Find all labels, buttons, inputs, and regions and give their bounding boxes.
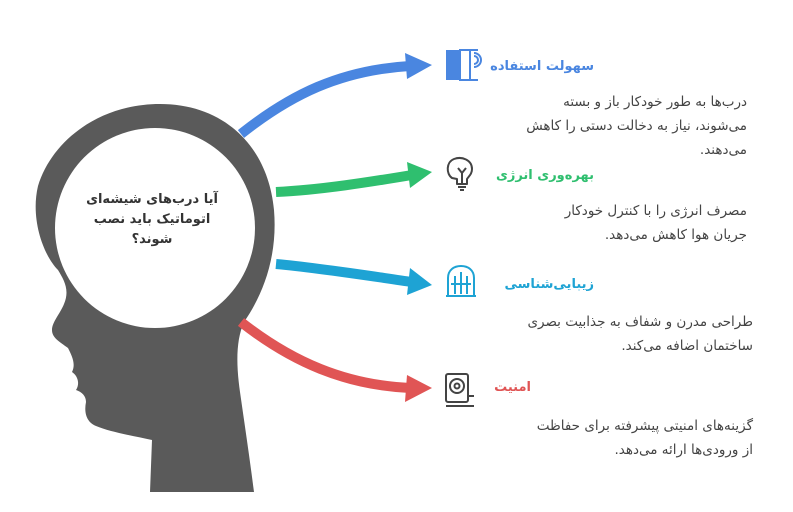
question-line-3: شوند؟ bbox=[131, 232, 173, 247]
ease-of-use-title: سهولت استفاده bbox=[490, 59, 594, 74]
aesthetics-description: طراحی مدرن و شفاف به جذابیت بصری ساختمان… bbox=[483, 310, 753, 358]
security-title: امنیت bbox=[494, 380, 531, 395]
ease-of-use-line-3: می‌دهند. bbox=[699, 142, 747, 158]
security-line-2: از ورودی‌ها ارائه می‌دهد. bbox=[614, 442, 753, 458]
security-description: گزینه‌های امنیتی پیشرفته برای حفاظت از و… bbox=[483, 414, 753, 462]
energy-efficiency-line-2: جریان هوا کاهش می‌دهد. bbox=[604, 227, 747, 243]
energy-efficiency-line-1: مصرف انرژی را با کنترل خودکار bbox=[564, 203, 747, 219]
automatic-door-icon bbox=[446, 49, 482, 81]
arrow-energy-efficiency bbox=[275, 162, 432, 197]
question-line-1: آیا درب‌های شیشه‌ای bbox=[86, 192, 218, 207]
aesthetics-line-1: طراحی مدرن و شفاف به جذابیت بصری bbox=[527, 314, 753, 330]
arrow-security bbox=[237, 318, 432, 402]
light-bulb-icon bbox=[446, 157, 473, 191]
building-icon bbox=[446, 264, 476, 297]
ease-of-use-line-2: می‌شوند، نیاز به دخالت دستی را کاهش bbox=[526, 118, 747, 134]
question-circle bbox=[55, 128, 255, 328]
aesthetics-line-2: ساختمان اضافه می‌کند. bbox=[621, 338, 753, 354]
arrow-ease-of-use bbox=[237, 53, 432, 138]
security-line-1: گزینه‌های امنیتی پیشرفته برای حفاظت bbox=[536, 418, 753, 434]
question-line-2: اتوماتیک باید نصب bbox=[93, 212, 211, 227]
aesthetics-title: زیبایی‌شناسی bbox=[504, 277, 595, 292]
central-question: آیا درب‌های شیشه‌ای اتوماتیک باید نصب شو… bbox=[82, 190, 222, 250]
energy-efficiency-title: بهره‌وری انرژی bbox=[495, 168, 594, 183]
ease-of-use-description: درب‌ها به طور خودکار باز و بسته می‌شوند،… bbox=[477, 90, 747, 162]
security-camera-icon bbox=[445, 373, 474, 407]
energy-efficiency-description: مصرف انرژی را با کنترل خودکار جریان هوا … bbox=[477, 199, 747, 247]
arrow-aesthetics bbox=[275, 259, 432, 295]
ease-of-use-line-1: درب‌ها به طور خودکار باز و بسته bbox=[563, 94, 747, 110]
